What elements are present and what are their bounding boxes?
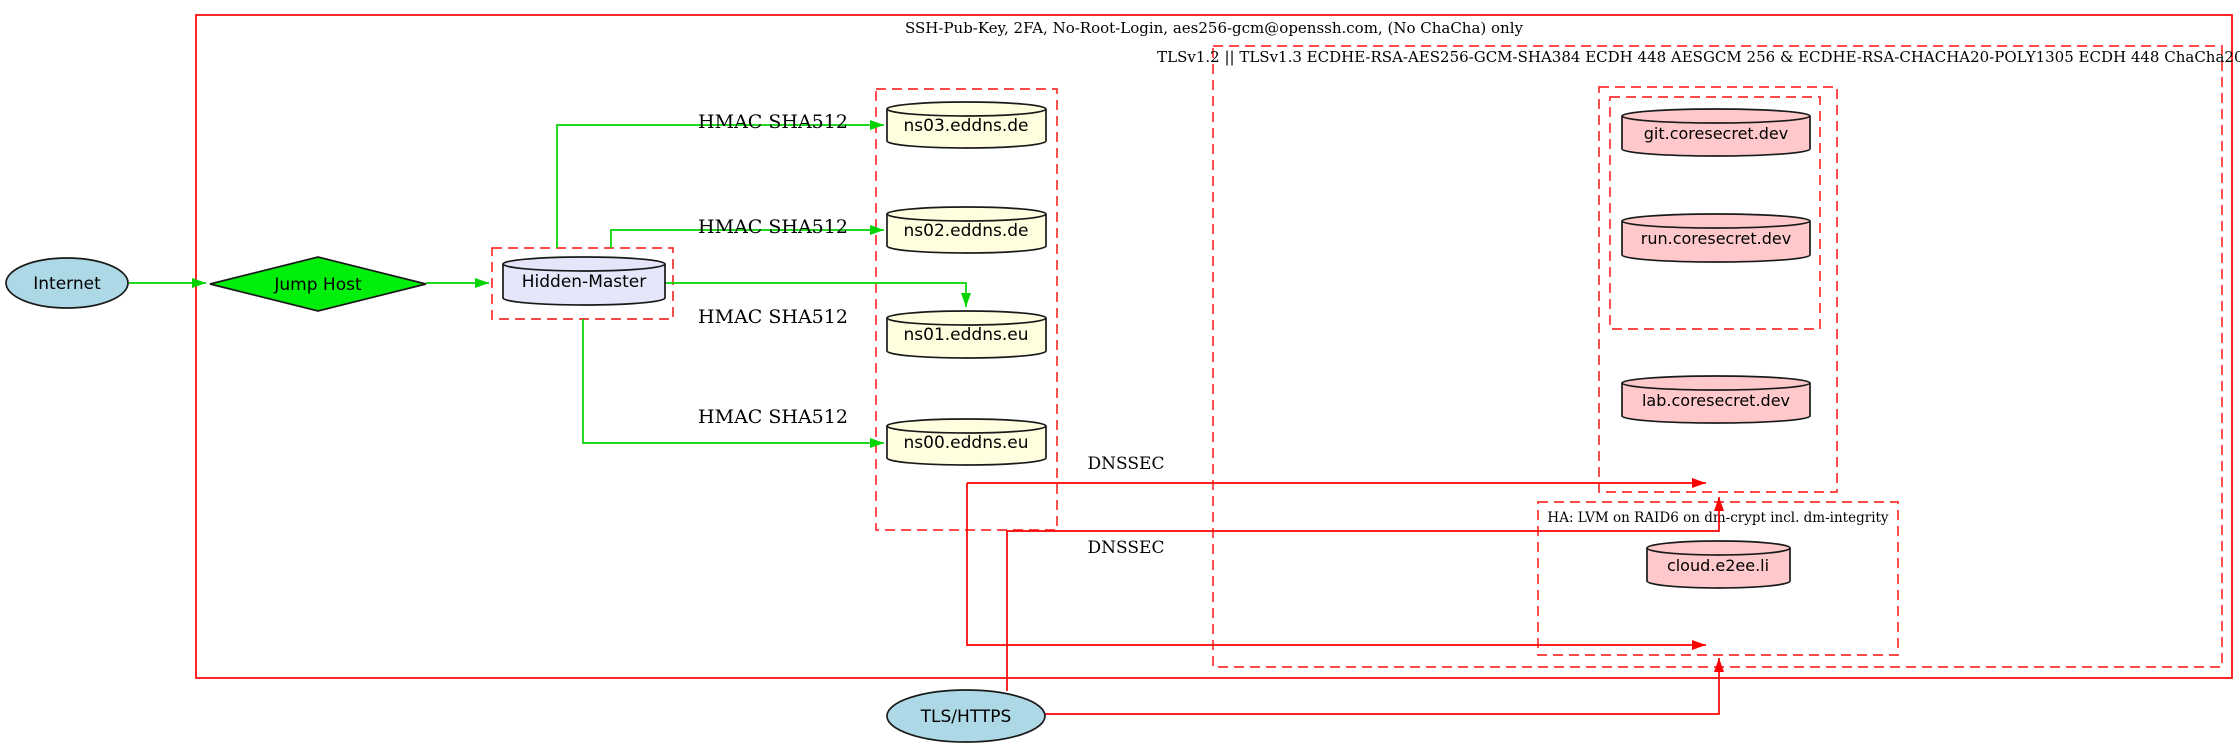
hmac-label-ns00: HMAC SHA512 — [698, 406, 848, 428]
tls-zone-label: TLSv1.2 || TLSv1.3 ECDHE-RSA-AES256-GCM-… — [1157, 48, 2240, 66]
edge-hiddenmaster-to-ns02 — [610, 225, 884, 248]
edge-tls-to-ha — [1045, 658, 1724, 715]
ns02-label: ns02.eddns.de — [904, 221, 1029, 241]
ns00-cylinder-rim — [886, 425, 1047, 434]
edge-hiddenmaster-to-ns00 — [582, 319, 884, 448]
ns02-cylinder — [886, 206, 1047, 254]
hmac-label-ns02: HMAC SHA512 — [698, 216, 848, 238]
node-lab: lab.coresecret.dev — [1621, 375, 1811, 424]
node-jump-host: Jump Host — [209, 256, 427, 312]
hmac-label-ns01: HMAC SHA512 — [698, 306, 848, 328]
edge-hiddenmaster-to-ns03 — [556, 120, 884, 248]
dnssec-label-upper: DNSSEC — [1088, 454, 1165, 474]
node-tls-https: TLS/HTTPS — [886, 689, 1046, 743]
lab-cylinder — [1621, 375, 1811, 424]
hidden-master-label: Hidden-Master — [522, 272, 647, 292]
ns00-cylinder — [886, 418, 1047, 466]
run-label: run.coresecret.dev — [1641, 229, 1791, 248]
cloud-cylinder — [1646, 540, 1791, 589]
ns03-cylinder-rim — [886, 108, 1047, 117]
nodes: Internet Jump Host Hidden-Master ns03.ed… — [5, 101, 1811, 743]
edge-labels: HMAC SHA512 HMAC SHA512 HMAC SHA512 HMAC… — [698, 111, 1164, 558]
dnssec-label-lower: DNSSEC — [1088, 538, 1165, 558]
jump-host-label: Jump Host — [273, 275, 362, 295]
ns01-label: ns01.eddns.eu — [904, 325, 1029, 345]
git-cylinder — [1621, 108, 1811, 157]
ns01-cylinder-rim — [886, 317, 1047, 326]
node-internet: Internet — [5, 257, 129, 309]
hmac-label-ns03: HMAC SHA512 — [698, 111, 848, 133]
node-ns00: ns00.eddns.eu — [886, 418, 1047, 466]
internet-ellipse — [5, 257, 129, 309]
node-git: git.coresecret.dev — [1621, 108, 1811, 157]
hidden-master-cylinder — [502, 256, 666, 306]
tls-https-ellipse — [886, 689, 1046, 743]
ssh-zone-border — [195, 14, 2233, 679]
node-ns01: ns01.eddns.eu — [886, 310, 1047, 359]
internet-label: Internet — [33, 274, 101, 294]
red-edges — [966, 478, 1724, 715]
node-run: run.coresecret.dev — [1621, 213, 1811, 263]
git-label: git.coresecret.dev — [1644, 124, 1789, 143]
node-ns02: ns02.eddns.de — [886, 206, 1047, 254]
edge-dnssec-to-ha — [966, 483, 1706, 650]
coresecret-zone-border — [1598, 86, 1838, 493]
lab-cylinder-rim — [1621, 382, 1811, 391]
ns02-cylinder-rim — [886, 213, 1047, 222]
ns03-cylinder — [886, 101, 1047, 149]
lab-label: lab.coresecret.dev — [1642, 391, 1790, 410]
jump-host-diamond — [209, 256, 427, 312]
cloud-cylinder-rim — [1646, 547, 1791, 556]
git-cylinder-rim — [1621, 115, 1811, 124]
run-cylinder — [1621, 213, 1811, 263]
node-cloud: cloud.e2ee.li — [1646, 540, 1791, 589]
coresecret-inner-zone-border — [1609, 96, 1821, 330]
ns03-label: ns03.eddns.de — [904, 116, 1029, 136]
edge-hiddenmaster-to-ns01 — [665, 282, 971, 307]
ssh-zone-label: SSH-Pub-Key, 2FA, No-Root-Login, aes256-… — [905, 19, 1524, 37]
cloud-label: cloud.e2ee.li — [1667, 556, 1769, 575]
green-edges — [129, 120, 971, 448]
hidden-master-cylinder-rim — [502, 263, 666, 272]
ns00-label: ns00.eddns.eu — [904, 433, 1029, 453]
ns01-cylinder — [886, 310, 1047, 359]
node-ns03: ns03.eddns.de — [886, 101, 1047, 149]
run-cylinder-rim — [1621, 220, 1811, 229]
tls-https-label: TLS/HTTPS — [920, 707, 1012, 727]
node-hidden-master: Hidden-Master — [502, 256, 666, 306]
cluster-ssh-zone: SSH-Pub-Key, 2FA, No-Root-Login, aes256-… — [195, 14, 2233, 679]
edge-tls-to-coresecret — [1006, 497, 1724, 691]
